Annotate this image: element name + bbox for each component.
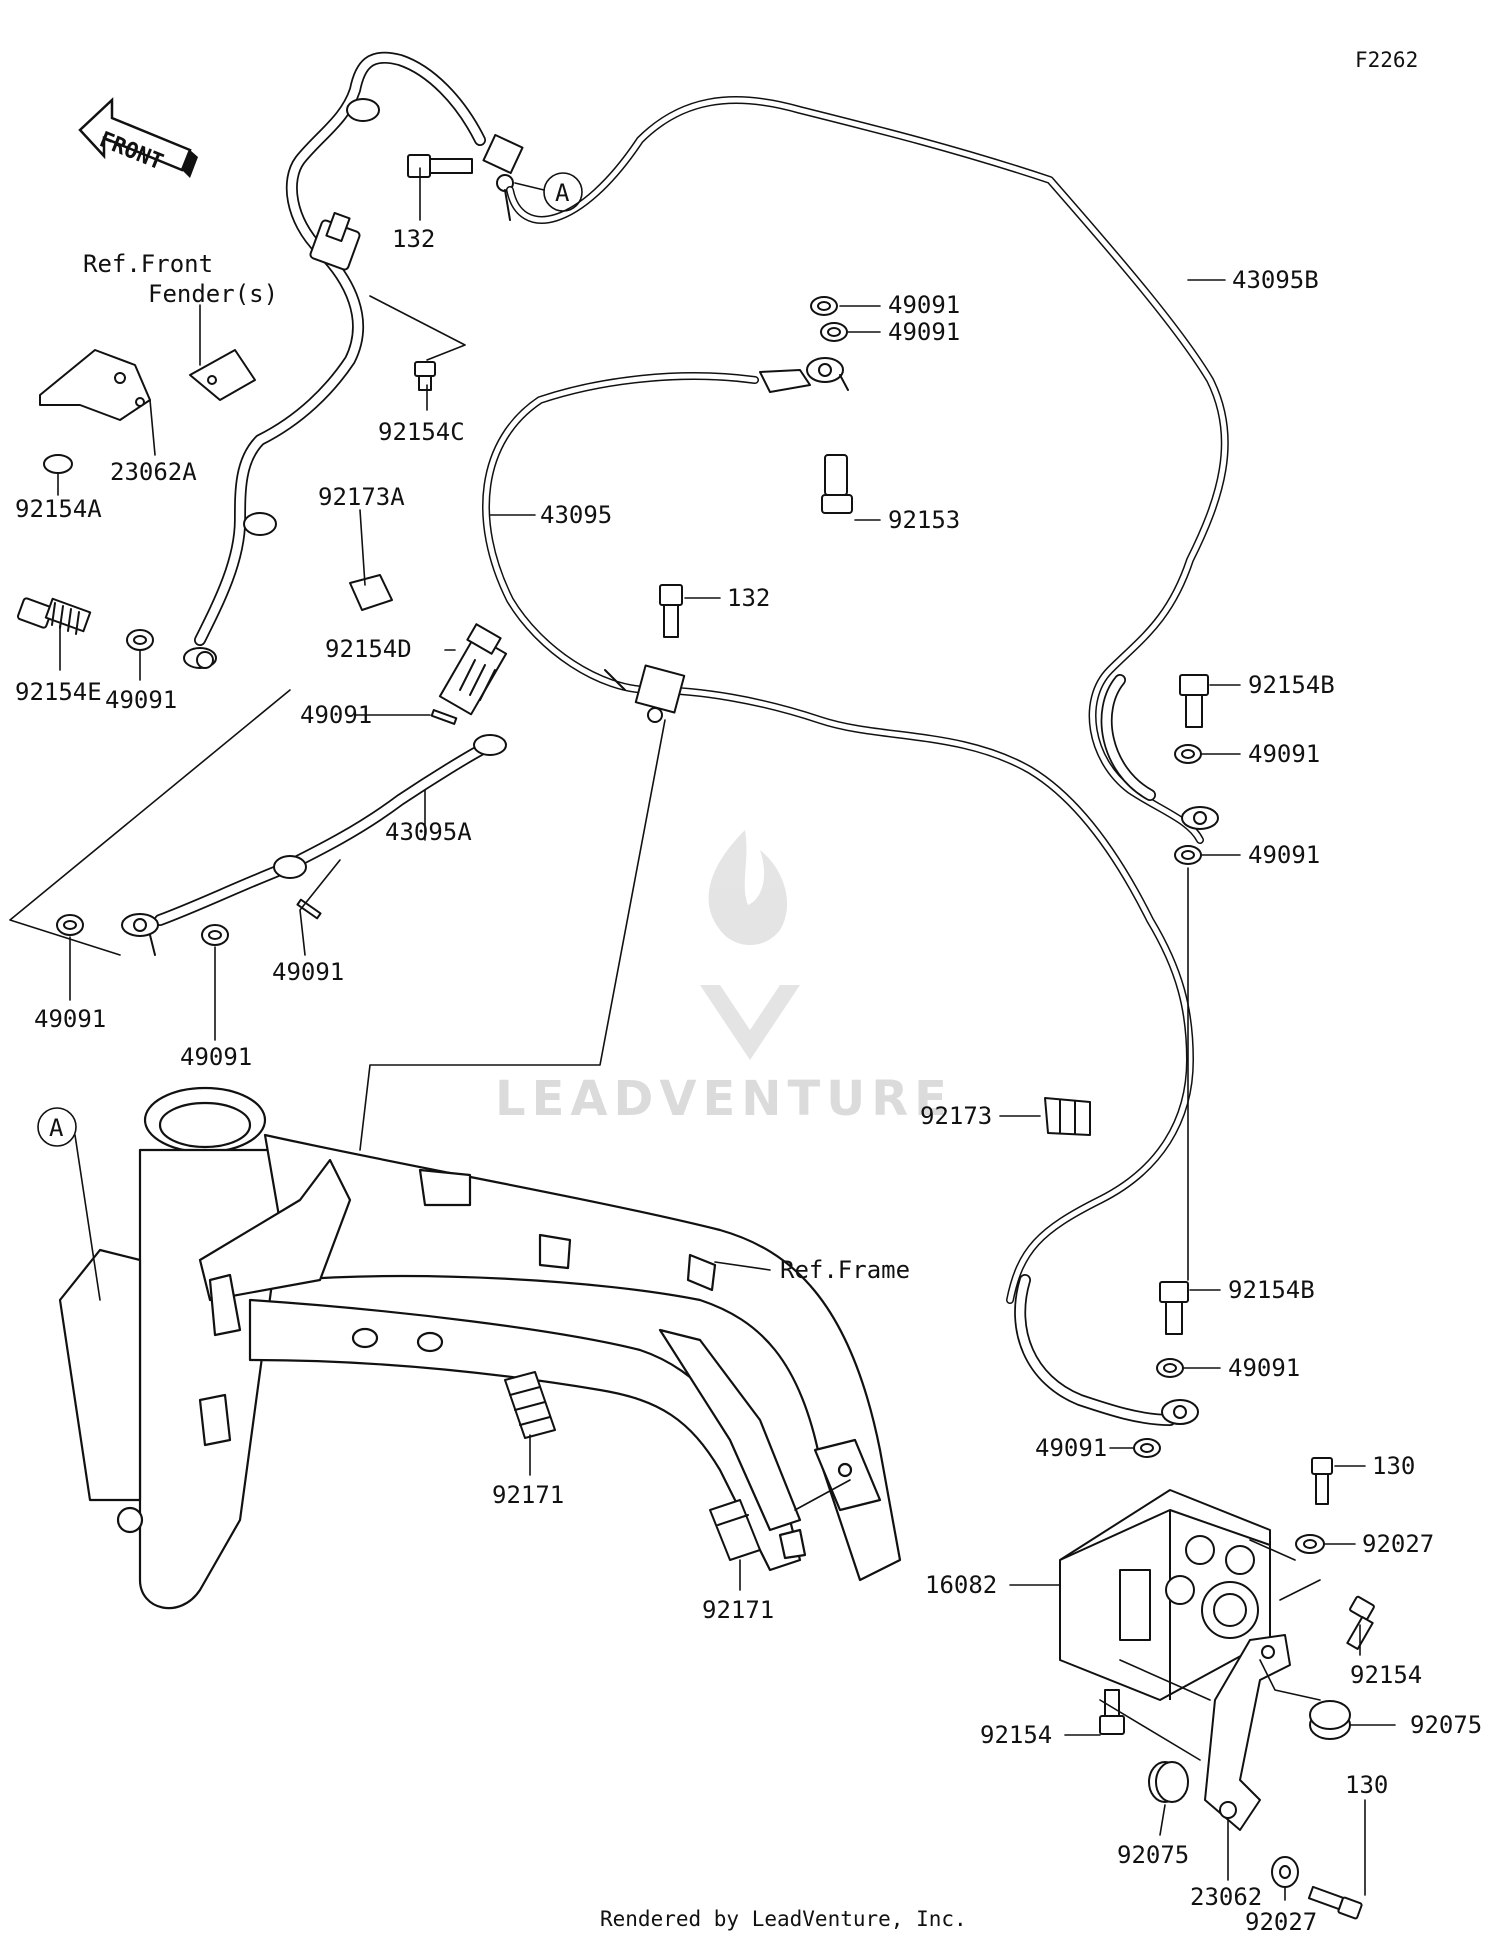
brake-pipe-43095B [506,96,1229,844]
label-130-a: 130 [1372,1452,1415,1480]
watermark: LEADVENTURE [495,830,953,1127]
washers [56,296,1202,1458]
label-92154-a: 92154 [1350,1661,1422,1689]
label-49091-i: 49091 [1248,841,1320,869]
label-92154B-a: 92154B [1248,671,1335,699]
label-92027-a: 92027 [1362,1530,1434,1558]
label-132-top: 132 [392,225,435,253]
watermark-text: LEADVENTURE [495,1071,953,1127]
marker-a-top: A [543,172,583,212]
label-49091-g: 49091 [180,1043,252,1071]
label-49091-f: 49091 [34,1005,106,1033]
label-ref-frame: Ref.Frame [780,1256,910,1284]
label-43095: 43095 [540,501,612,529]
dampers-92171 [504,1371,761,1561]
leader-lines [9,167,1396,1901]
label-43095B: 43095B [1232,266,1319,294]
label-ref-front-fender-1: Ref.Front [83,250,213,278]
label-ref-front-fender-2: Fender(s) [148,280,278,308]
label-130-b: 130 [1345,1771,1388,1799]
label-92173: 92173 [920,1102,992,1130]
brake-hose-43095A [121,734,507,956]
label-49091-d: 49091 [300,701,372,729]
label-92171-b: 92171 [702,1596,774,1624]
label-23062A: 23062A [110,458,197,486]
svg-text:A: A [49,1114,64,1142]
bracket-23062 [1204,1634,1291,1831]
label-92154C: 92154C [378,418,465,446]
svg-text:A: A [555,179,570,207]
label-132-mid: 132 [727,584,770,612]
bolt-92154D [438,623,508,716]
label-43095A: 43095A [385,818,472,846]
label-92075-b: 92075 [1117,1841,1189,1869]
label-92171-a: 92171 [492,1481,564,1509]
label-49091-j: 49091 [1228,1354,1300,1382]
abs-unit-16082 [1059,1489,1271,1701]
label-23062: 23062 [1190,1883,1262,1911]
grommets-92075 [1148,1700,1351,1803]
label-92173A: 92173A [318,483,405,511]
bolt-92154E [16,597,92,635]
label-92154D: 92154D [325,635,412,663]
front-brake-hose-upper [183,51,524,669]
label-49091-a: 49091 [888,291,960,319]
label-49091-c: 49091 [105,686,177,714]
label-92075-a: 92075 [1410,1711,1482,1739]
label-92154A: 92154A [15,495,102,523]
washers-92027 [1271,1534,1325,1888]
label-49091-k: 49091 [1035,1434,1107,1462]
label-16082: 16082 [925,1571,997,1599]
part-labels: 132 43095B 49091 49091 92153 43095 132 9… [15,225,1482,1936]
label-49091-h: 49091 [1248,740,1320,768]
label-92027-b: 92027 [1245,1908,1317,1936]
label-49091-e: 49091 [272,958,344,986]
footer-credit: Rendered by LeadVenture, Inc. [600,1907,967,1931]
label-92154E: 92154E [15,678,102,706]
front-arrow-icon: FRONT [78,97,198,178]
label-92153: 92153 [888,506,960,534]
label-92154-b: 92154 [980,1721,1052,1749]
brake-pipe-43095 [482,357,1199,1426]
diagram-code: F2262 [1355,48,1418,72]
clips [349,574,1091,1136]
bracket-23062A [39,349,256,421]
marker-a-frame: A [37,1107,77,1147]
frame [58,1086,902,1610]
label-92154B-b: 92154B [1228,1276,1315,1304]
label-49091-b: 49091 [888,318,960,346]
